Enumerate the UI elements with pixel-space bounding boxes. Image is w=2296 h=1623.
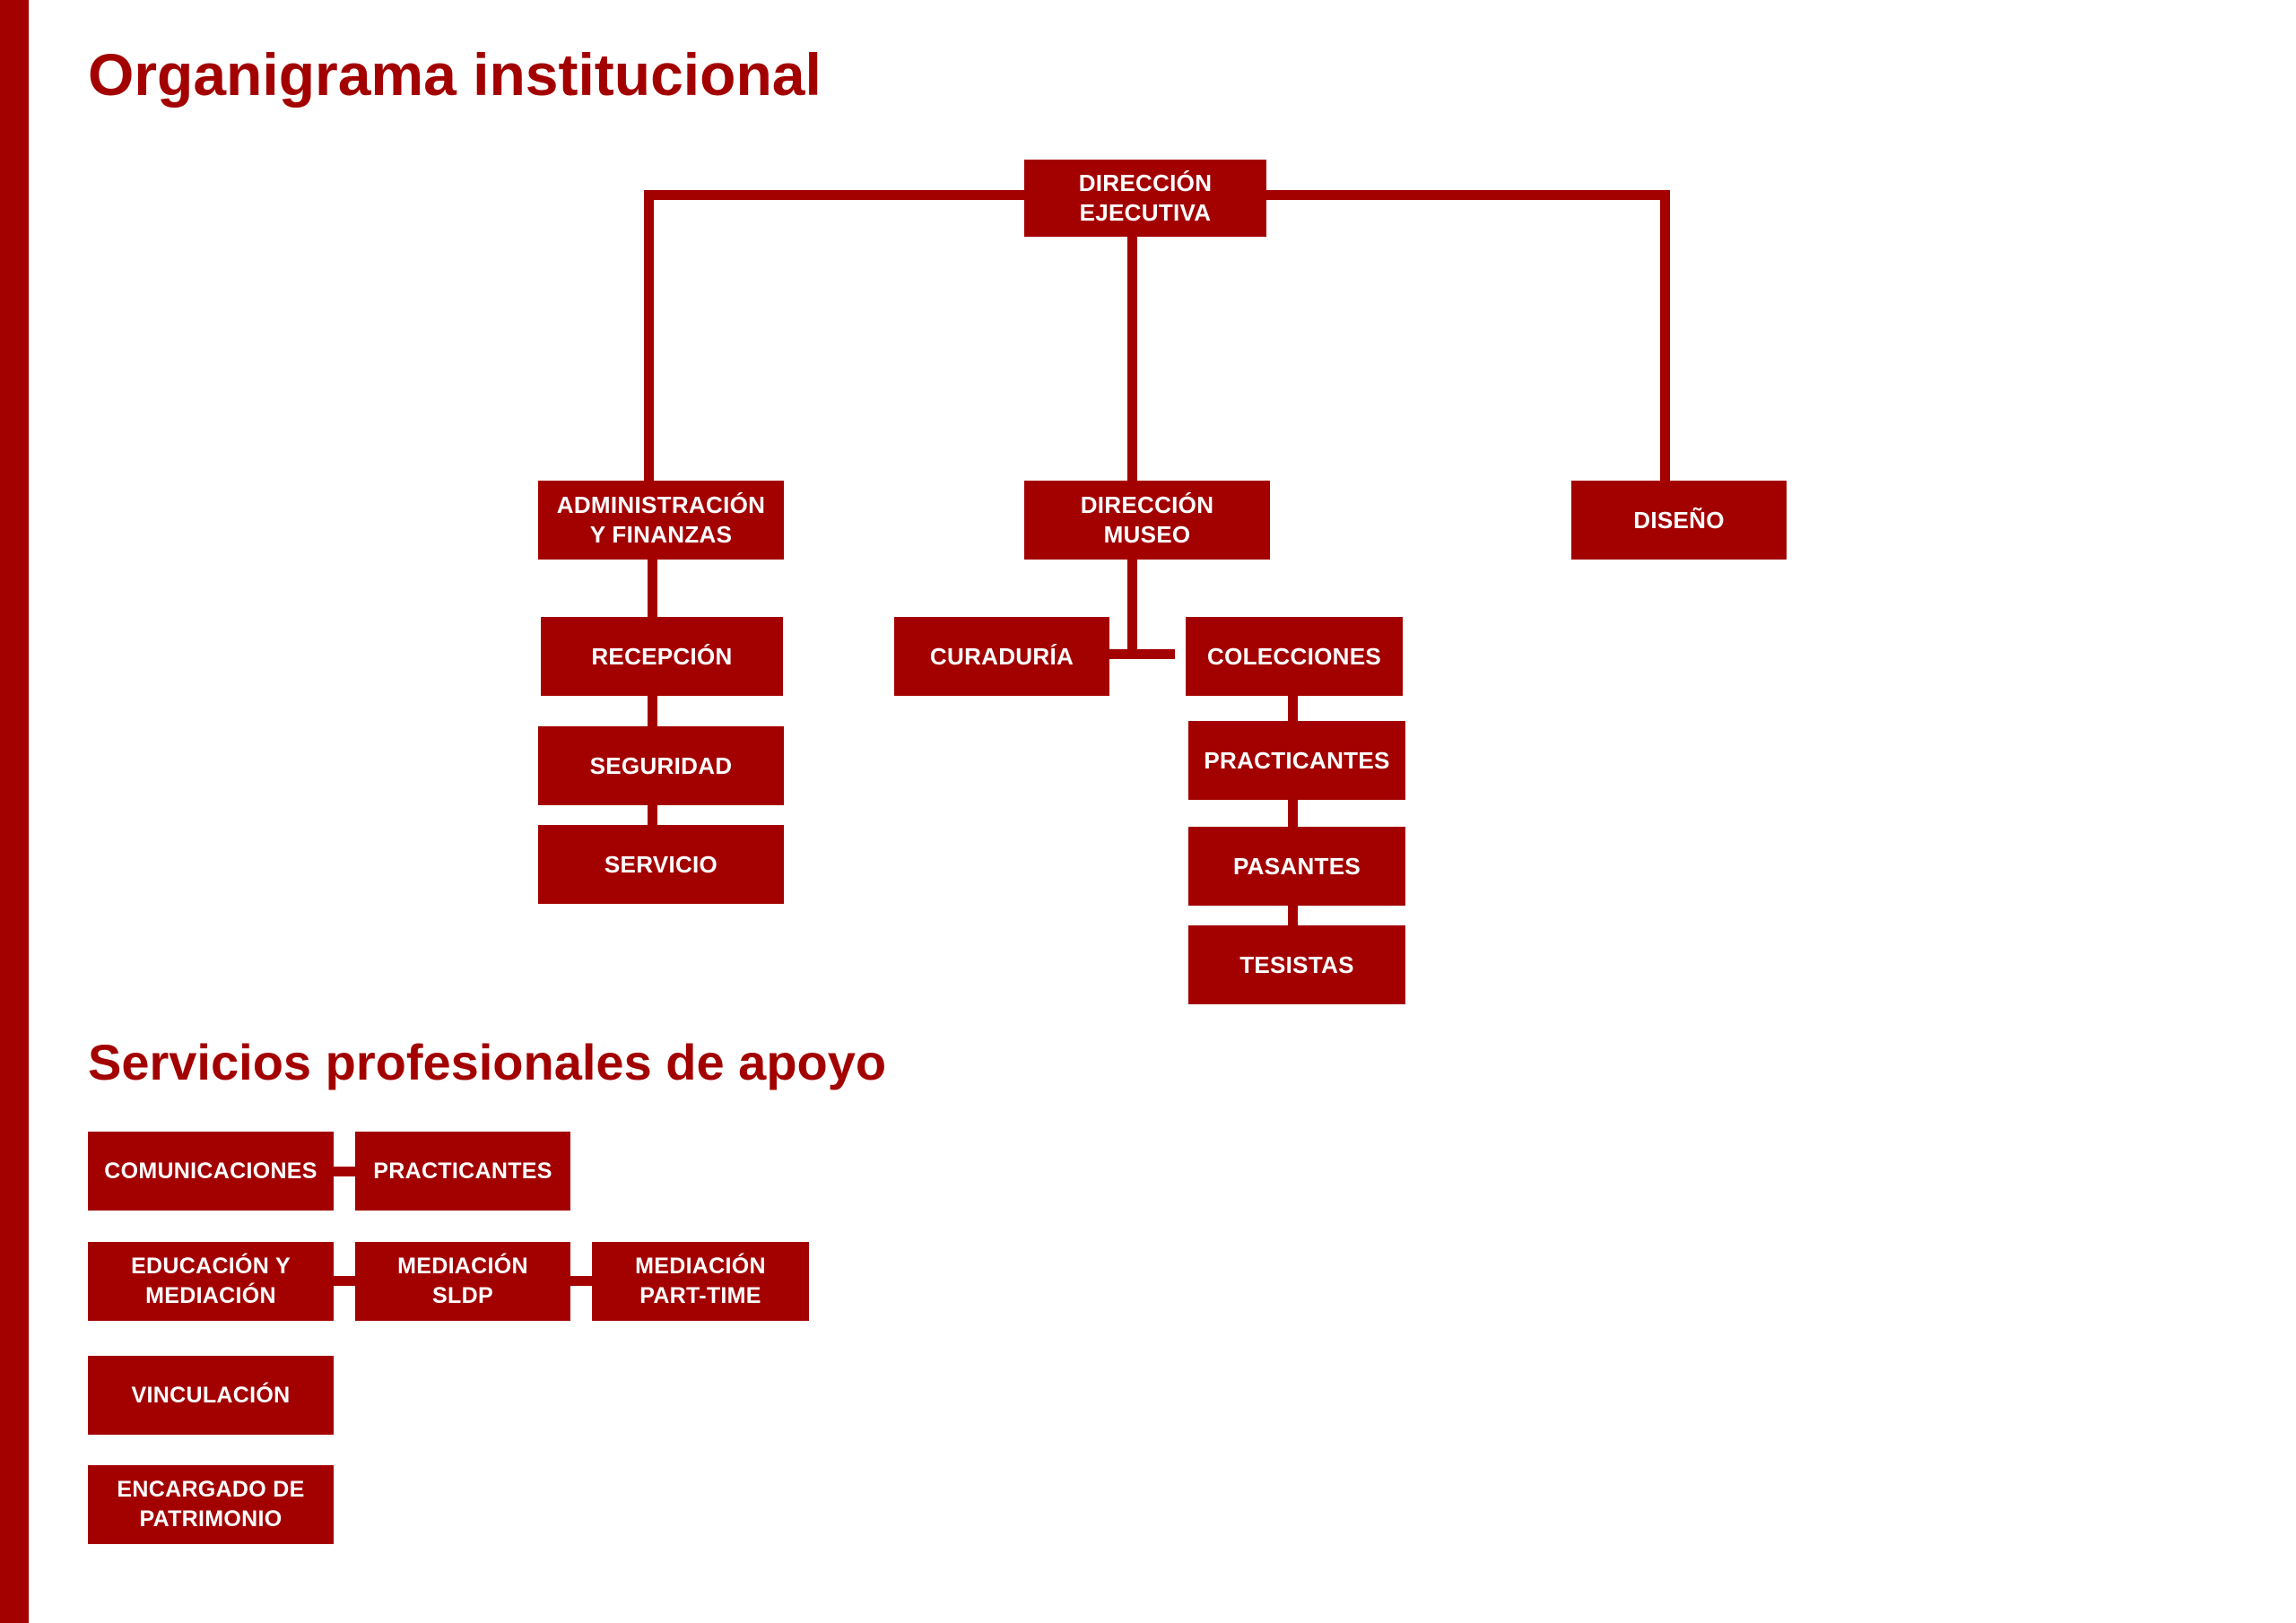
node-colecciones[interactable]: COLECCIONES: [1186, 617, 1403, 696]
support-row1-connector: [332, 1167, 355, 1176]
node-support-practicantes[interactable]: PRACTICANTES: [355, 1132, 570, 1211]
node-practicantes[interactable]: PRACTICANTES: [1188, 721, 1405, 800]
node-educacion-mediacion[interactable]: EDUCACIÓN Y MEDIACIÓN: [88, 1242, 334, 1321]
connector-to-admin: [644, 190, 654, 482]
node-direccion-ejecutiva[interactable]: DIRECCIÓN EJECUTIVA: [1024, 160, 1266, 237]
node-administracion-finanzas[interactable]: ADMINISTRACIÓN Y FINANZAS: [538, 481, 784, 560]
node-seguridad[interactable]: SEGURIDAD: [538, 726, 784, 805]
node-comunicaciones[interactable]: COMUNICACIONES: [88, 1132, 334, 1211]
node-mediacion-sldp[interactable]: MEDIACIÓN SLDP: [355, 1242, 570, 1321]
org-chart-title: Organigrama institucional: [88, 41, 822, 108]
support-services-title: Servicios profesionales de apoyo: [88, 1034, 887, 1090]
colecciones-children-connector: [1288, 690, 1298, 959]
node-recepcion[interactable]: RECEPCIÓN: [541, 617, 783, 696]
node-encargado-patrimonio[interactable]: ENCARGADO DE PATRIMONIO: [88, 1465, 334, 1544]
accent-side-bar: [0, 0, 29, 1623]
node-diseno[interactable]: DISEÑO: [1571, 481, 1787, 560]
node-servicio[interactable]: SERVICIO: [538, 825, 784, 904]
connector-to-design: [1660, 190, 1670, 482]
curaduria-colecciones-connector: [1103, 649, 1175, 659]
node-mediacion-part-time[interactable]: MEDIACIÓN PART-TIME: [592, 1242, 809, 1321]
support-row2-connector-b: [569, 1276, 592, 1286]
node-tesistas[interactable]: TESISTAS: [1188, 925, 1405, 1004]
root-horizontal-connector-right: [1257, 190, 1670, 200]
museum-children-connector: [1127, 556, 1137, 659]
node-pasantes[interactable]: PASANTES: [1188, 827, 1405, 906]
node-curaduria[interactable]: CURADURÍA: [894, 617, 1109, 696]
root-horizontal-connector-left: [644, 190, 1257, 200]
connector-to-museum: [1127, 235, 1137, 482]
node-direccion-museo[interactable]: DIRECCIÓN MUSEO: [1024, 481, 1270, 560]
support-row2-connector-a: [332, 1276, 355, 1286]
node-vinculacion[interactable]: VINCULACIÓN: [88, 1356, 334, 1435]
